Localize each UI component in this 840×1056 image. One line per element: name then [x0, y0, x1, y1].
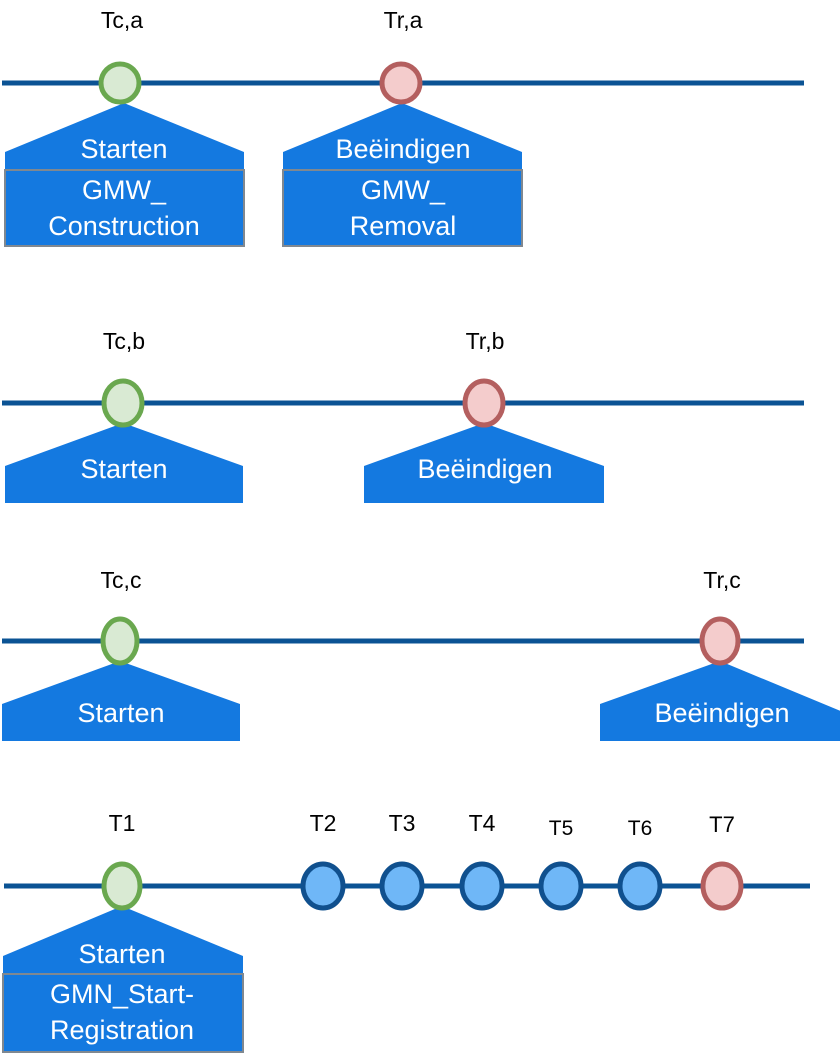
pentagon-gmw-construction[interactable]: [5, 103, 244, 170]
tick-label-t4: T4: [468, 810, 496, 836]
node-tr-c[interactable]: [699, 616, 741, 666]
pentagon-beeindigen-c[interactable]: [600, 661, 840, 741]
pentagon-starten-b[interactable]: [5, 423, 243, 503]
tick-label-t2: T2: [309, 810, 337, 836]
node-t5[interactable]: [538, 861, 584, 911]
box-gmw-removal[interactable]: [282, 169, 523, 247]
box-gmw-construction[interactable]: [4, 169, 245, 247]
node-tc-b[interactable]: [101, 378, 145, 428]
node-t6[interactable]: [617, 861, 663, 911]
pentagon-beeindigen-b[interactable]: [364, 423, 604, 503]
row-c-group: [2, 616, 840, 741]
node-t7[interactable]: [700, 861, 744, 911]
row-b-group: [2, 378, 804, 503]
row-a-group: [2, 61, 804, 247]
node-tr-a[interactable]: [379, 61, 423, 105]
node-tc-a[interactable]: [98, 61, 142, 105]
node-tr-b[interactable]: [462, 378, 506, 428]
node-t1[interactable]: [101, 861, 143, 911]
tick-label-t5: T5: [548, 817, 574, 840]
node-t3[interactable]: [379, 861, 425, 911]
tick-label-t1: T1: [108, 810, 136, 836]
tick-label-t3: T3: [388, 810, 416, 836]
tick-label-tr-b: Tr,b: [465, 328, 505, 354]
box-gmn-start-registration[interactable]: [2, 973, 244, 1053]
tick-label-tc-c: Tc,c: [100, 567, 142, 593]
tick-label-tr-c: Tr,c: [703, 567, 741, 593]
node-t2[interactable]: [300, 861, 346, 911]
tick-label-t7: T7: [709, 812, 735, 837]
row-t-group: [2, 861, 810, 1053]
tick-label-tc-b: Tc,b: [102, 328, 146, 354]
tick-label-tr-a: Tr,a: [383, 7, 423, 33]
pentagon-gmw-removal[interactable]: [283, 103, 522, 170]
tick-label-tc-a: Tc,a: [100, 7, 144, 33]
tick-label-t6: T6: [627, 817, 653, 840]
node-tc-c[interactable]: [100, 616, 140, 666]
pentagon-starten-c[interactable]: [2, 661, 240, 741]
pentagon-gmn-start-registration[interactable]: [3, 906, 243, 974]
node-t4[interactable]: [459, 861, 505, 911]
